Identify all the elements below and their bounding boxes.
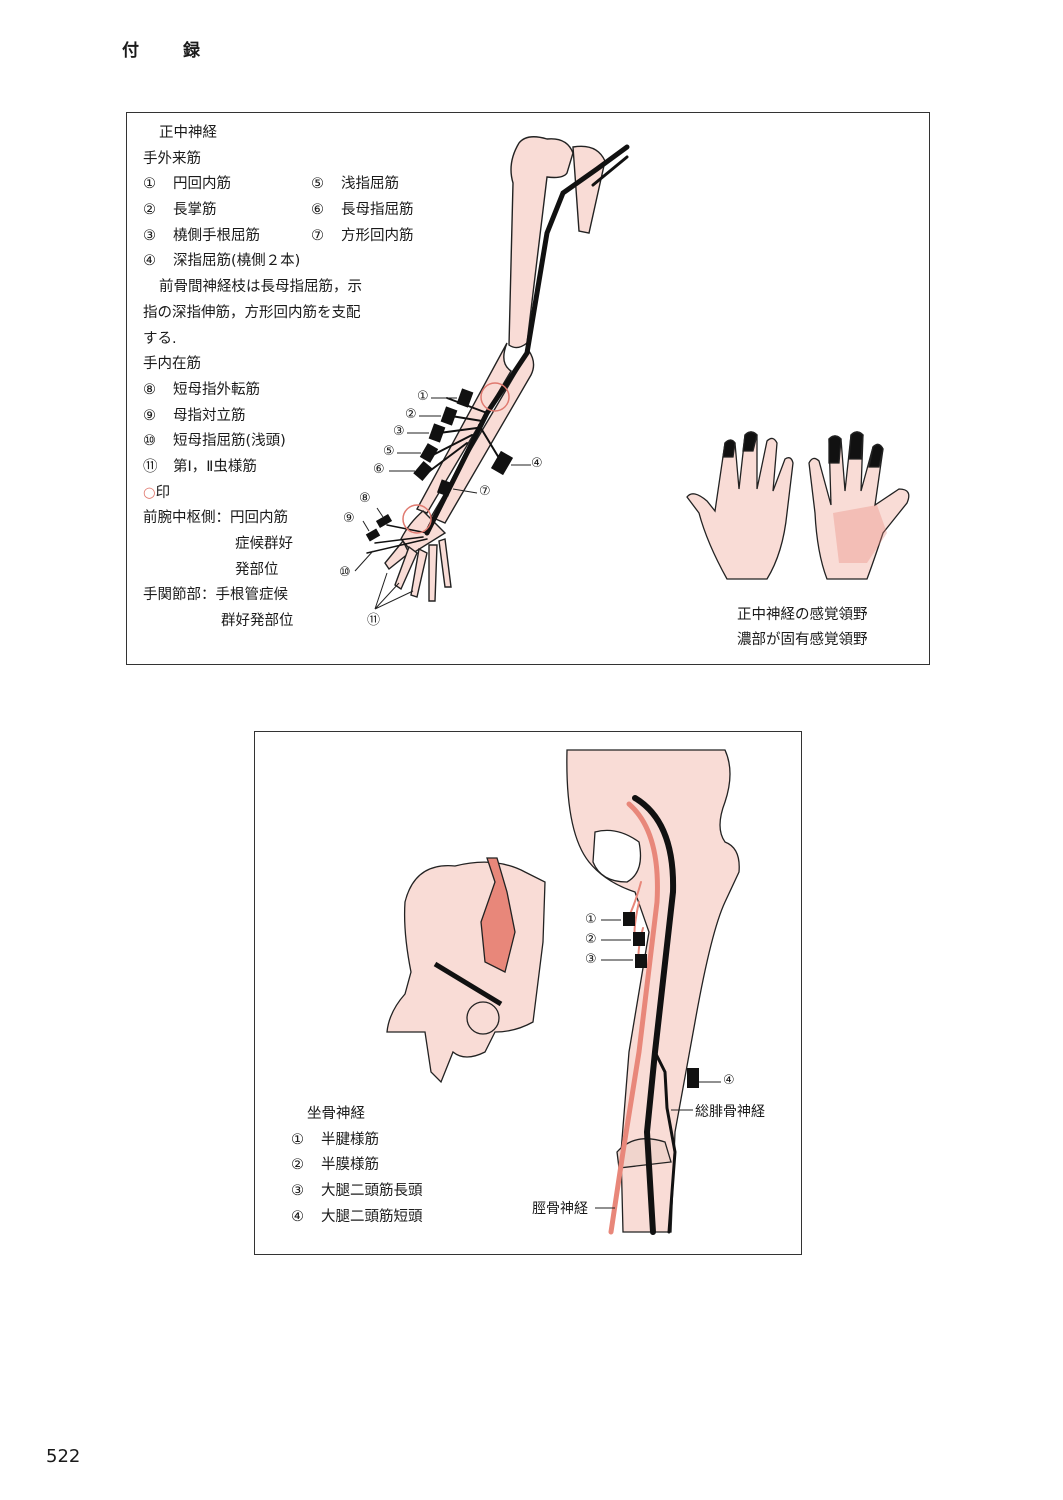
site-line-4: 手関節部：手根管症候 xyxy=(143,587,288,604)
muscle-num: ④ xyxy=(143,253,156,270)
muscle-name: 第Ⅰ，Ⅱ虫様筋 xyxy=(173,458,257,475)
note-line-2: 指の深指伸筋，方形回内筋を支配 xyxy=(143,304,361,321)
sensory-field-caption: 正中神経の感覚領野 濃部が固有感覚領野 xyxy=(737,603,868,653)
intrinsic-row-3: ⑩ 短母指屈筋(浅頭) xyxy=(143,429,362,455)
red-circle-icon: ○ xyxy=(143,484,156,501)
sciatic-muscle-row-1: ① 半腱様筋 xyxy=(291,1128,423,1154)
sciatic-callout-4: ④ xyxy=(723,1073,735,1088)
sciatic-callout-1: ① xyxy=(585,912,597,927)
muscle-name: 母指対立筋 xyxy=(173,407,246,424)
callout-11: ⑪ xyxy=(367,613,381,628)
median-nerve-legend: 正中神経 手外来筋 ① 円回内筋 ⑤ 浅指屈筋 ② 長掌筋 ⑥ 長母指屈筋 ③ 橈側手根屈… xyxy=(143,121,414,635)
extrinsic-heading: 手外来筋 xyxy=(143,150,201,167)
note-line-3: する. xyxy=(143,330,177,347)
muscle-num: ⑪ xyxy=(143,458,158,475)
intrinsic-heading: 手内在筋 xyxy=(143,356,201,373)
muscle-name: 短母指外転筋 xyxy=(173,381,260,398)
figure-median-nerve: 正中神経 手外来筋 ① 円回内筋 ⑤ 浅指屈筋 ② 長掌筋 ⑥ 長母指屈筋 ③ 橈側手根屈… xyxy=(126,112,930,665)
muscle-num: ② xyxy=(291,1157,304,1174)
muscle-num: ③ xyxy=(143,227,156,244)
page-number: 522 xyxy=(46,1446,81,1467)
callout-1: ① xyxy=(417,389,429,404)
hip-leg-large-view xyxy=(566,749,740,1233)
callout-5: ⑤ xyxy=(383,444,395,459)
sciatic-muscle-row-3: ③ 大腿二頭筋長頭 xyxy=(291,1179,423,1205)
muscle-name: 短母指屈筋(浅頭) xyxy=(173,433,286,450)
common-peroneal-nerve-label: 総腓骨神経 xyxy=(695,1104,765,1120)
muscle-num: ⑦ xyxy=(311,227,324,244)
callout-3: ③ xyxy=(393,424,405,439)
figure2-title: 坐骨神経 xyxy=(307,1106,365,1122)
site-line-2: 症候群好 xyxy=(235,536,293,552)
header-part-1: 付 xyxy=(122,41,141,61)
caption-line-2: 濃部が固有感覚領野 xyxy=(737,632,868,648)
sciatic-leader-lines xyxy=(595,919,721,1209)
sciatic-muscle-row-2: ② 半膜様筋 xyxy=(291,1153,423,1179)
muscle-row-3: ③ 橈側手根屈筋 ⑦ 方形回内筋 xyxy=(143,224,414,250)
sciatic-muscle-row-4: ④ 大腿二頭筋短頭 xyxy=(291,1205,423,1231)
sciatic-callout-2: ② xyxy=(585,932,597,947)
intrinsic-row-2: ⑨ 母指対立筋 xyxy=(143,404,362,430)
header-part-2: 録 xyxy=(183,41,202,61)
callout-4: ④ xyxy=(531,456,543,471)
callout-9: ⑨ xyxy=(343,511,355,526)
circle-legend-label: 印 xyxy=(155,484,171,501)
note-line-1: 前骨間神経枝は長母指屈筋，示 xyxy=(159,279,362,296)
muscle-name: 浅指屈筋 xyxy=(341,176,399,193)
muscle-blocks xyxy=(365,388,514,542)
muscle-num: ⑤ xyxy=(311,176,324,193)
muscle-name: 大腿二頭筋短頭 xyxy=(321,1208,423,1225)
leader-lines xyxy=(354,397,531,610)
callout-6: ⑥ xyxy=(373,462,385,477)
callout-10: ⑩ xyxy=(339,565,351,580)
sciatic-nerve-trunk xyxy=(608,795,677,1235)
tibial-nerve-label: 脛骨神経 xyxy=(532,1201,588,1217)
pelvis-small-view xyxy=(386,857,546,1084)
hands-sensory-field xyxy=(686,431,910,580)
muscle-name: 長掌筋 xyxy=(173,202,217,219)
figure1-title: 正中神経 xyxy=(159,125,217,141)
muscle-name: 半腱様筋 xyxy=(321,1131,379,1148)
muscle-name: 方形回内筋 xyxy=(341,227,414,244)
intrinsic-row-1: ⑧ 短母指外転筋 xyxy=(143,378,362,404)
muscle-num: ② xyxy=(143,202,156,219)
sciatic-nerve-illustration xyxy=(386,749,740,1235)
figure-sciatic-nerve: ① ② ③ ④ 総腓骨神経 脛骨神経 坐骨神経 ① 半腱様筋 ② 半膜様筋 ③ 大腿二… xyxy=(254,731,802,1255)
callout-8: ⑧ xyxy=(359,491,371,506)
sciatic-muscle-blocks xyxy=(623,912,699,1088)
pronator-site-circle xyxy=(480,382,510,412)
callout-2: ② xyxy=(405,407,417,422)
muscle-row-4: ④ 深指屈筋(橈側２本) xyxy=(143,249,362,275)
muscle-name: 大腿二頭筋長頭 xyxy=(321,1183,423,1200)
muscle-name: 半膜様筋 xyxy=(321,1157,379,1174)
muscle-row-1: ① 円回内筋 ⑤ 浅指屈筋 xyxy=(143,172,399,198)
muscle-num: ⑨ xyxy=(143,407,156,424)
site-line-5: 群好発部位 xyxy=(221,613,294,630)
site-line-3: 発部位 xyxy=(235,561,279,578)
sciatic-callout-3: ③ xyxy=(585,952,597,967)
muscle-row-2: ② 長掌筋 ⑥ 長母指屈筋 xyxy=(143,198,414,224)
muscle-num: ⑩ xyxy=(143,433,156,450)
caption-line-1: 正中神経の感覚領野 xyxy=(737,607,868,623)
muscle-num: ① xyxy=(143,176,156,193)
carpal-tunnel-circle xyxy=(402,504,432,534)
sciatic-nerve-legend: 坐骨神経 ① 半腱様筋 ② 半膜様筋 ③ 大腿二頭筋長頭 ④ 大腿二頭筋短頭 xyxy=(291,1102,423,1230)
muscle-name: 深指屈筋(橈側２本) xyxy=(173,253,301,270)
circle-legend: ○印 xyxy=(143,481,362,507)
muscle-name: 円回内筋 xyxy=(173,176,231,193)
muscle-num: ⑥ xyxy=(311,202,324,219)
callout-7: ⑦ xyxy=(479,484,491,499)
muscle-name: 橈側手根屈筋 xyxy=(173,227,260,244)
muscle-num: ③ xyxy=(291,1183,304,1200)
muscle-num: ⑧ xyxy=(143,381,156,398)
muscle-num: ① xyxy=(291,1131,304,1148)
muscle-name: 長母指屈筋 xyxy=(341,202,414,219)
muscle-num: ④ xyxy=(291,1208,304,1225)
median-nerve-illustration xyxy=(354,136,910,610)
running-header: 付録 xyxy=(122,36,202,61)
site-line-1: 前腕中枢側：円回内筋 xyxy=(143,510,288,527)
intrinsic-row-4: ⑪ 第Ⅰ，Ⅱ虫様筋 xyxy=(143,455,362,481)
